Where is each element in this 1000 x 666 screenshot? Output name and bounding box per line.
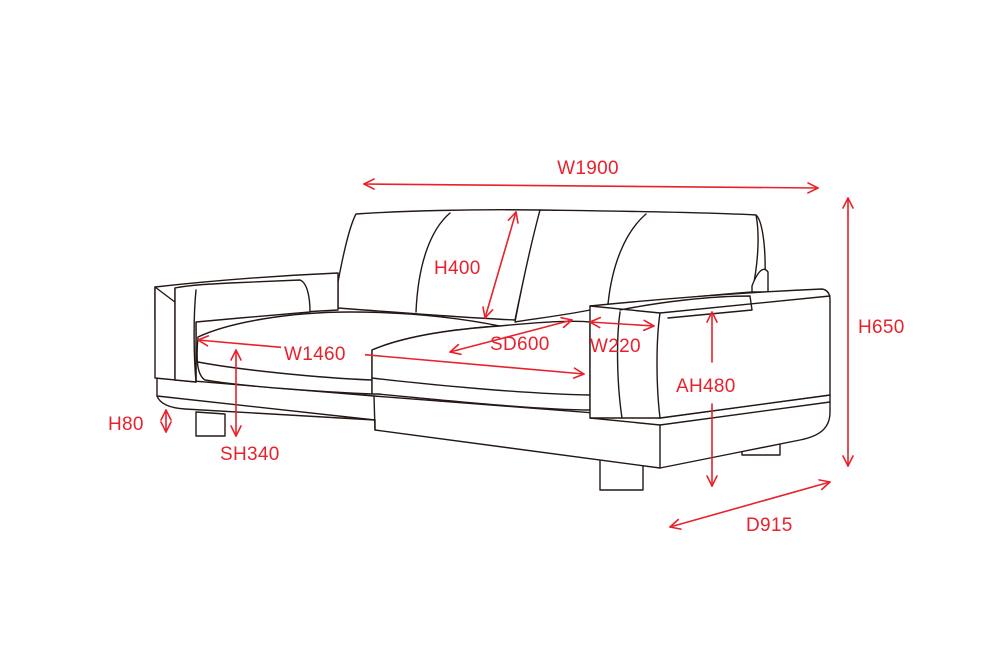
base-front-edge [156,395,376,421]
arrow-back-height [482,211,519,319]
back-cushion-left-seam [415,212,451,313]
seat-right-front-edge [371,377,591,396]
base-seam [373,395,376,431]
label-seat-depth: SD600 [490,334,550,355]
dimension-labels: W1900 H650 H400 W1460 SD600 W220 AH480 S… [108,158,905,536]
dimension-arrows [160,178,854,530]
label-arm-width: W220 [590,336,641,357]
arrow-seat-depth [449,316,573,356]
arrow-seat-width [197,335,585,379]
arrow-arm-width [589,316,655,332]
left-arm-cushion-face [193,289,197,383]
label-seat-height: SH340 [220,444,280,465]
right-arm-cushion [619,295,753,319]
sofa-leg-front-left [195,411,226,437]
sofa-left-arm-cushion [174,279,311,383]
label-depth: D915 [746,515,793,536]
label-leg-height: H80 [108,414,144,435]
label-arm-height: AH480 [676,376,736,397]
sofa-back-right-nub [751,268,769,293]
label-total-width: W1900 [557,158,619,179]
sofa-base [156,377,831,469]
label-seat-width-bg [281,340,365,366]
arrow-total-width [363,178,819,194]
label-back-height: H400 [434,258,481,279]
right-arm-corner [656,312,661,419]
label-seat-width: W1460 [284,344,346,365]
label-back-height-bg [432,254,494,280]
label-total-height: H650 [858,317,905,338]
back-cushion-right-seam [607,213,647,305]
arrow-depth [669,479,831,530]
